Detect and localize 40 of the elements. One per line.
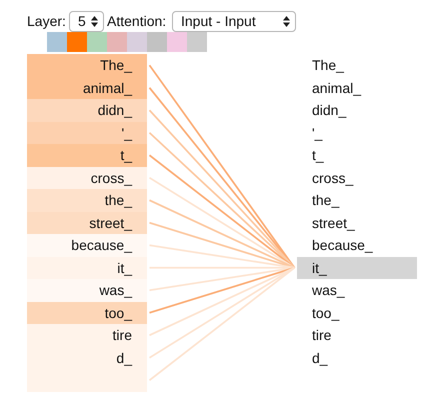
- token-text: d_: [297, 346, 417, 369]
- attention-line: [149, 176, 295, 269]
- layer-label: Layer:: [27, 12, 66, 31]
- attention-line: [149, 266, 295, 336]
- layer-dropdown: 5: [69, 11, 104, 32]
- attention-line: [148, 267, 296, 381]
- token-cell: because_: [27, 234, 147, 256]
- token-text: t_: [297, 144, 417, 166]
- attention-line: [149, 199, 295, 269]
- highlighted-token: it_: [297, 256, 417, 279]
- attention-dropdown: Input - Input: [172, 11, 296, 32]
- token-cell: t_: [27, 144, 147, 166]
- attention-line: [149, 266, 295, 314]
- token-text: The_: [297, 54, 417, 76]
- token-text: too_: [297, 302, 417, 324]
- token-text: the_: [297, 189, 417, 212]
- token-cell: cross_: [27, 166, 147, 189]
- token-cell: the_: [27, 189, 147, 212]
- attention-label: Attention:: [107, 12, 166, 31]
- token-cell: '_: [27, 122, 147, 144]
- token-text: cross_: [297, 166, 417, 189]
- token-text: didn_: [297, 99, 417, 122]
- token-cell: d_: [27, 346, 147, 369]
- token-cell: The_: [27, 54, 147, 76]
- token-text: '_: [297, 122, 417, 144]
- token-cell: tire: [27, 324, 147, 346]
- token-text: because_: [297, 234, 417, 256]
- token-cell: was_: [27, 279, 147, 302]
- token-cell: it_: [27, 256, 147, 279]
- token-text: was_: [297, 279, 417, 302]
- token-cell: animal_: [27, 76, 147, 99]
- token-cell: didn_: [27, 99, 147, 122]
- token-text: street_: [297, 212, 417, 234]
- token-cell: street_: [27, 212, 147, 234]
- token-text: tire: [297, 324, 417, 346]
- attention-line: [149, 244, 295, 269]
- token-cell: too_: [27, 302, 147, 324]
- attention-line: [149, 266, 295, 359]
- attention-line: [148, 154, 296, 268]
- token-text: animal_: [297, 76, 417, 99]
